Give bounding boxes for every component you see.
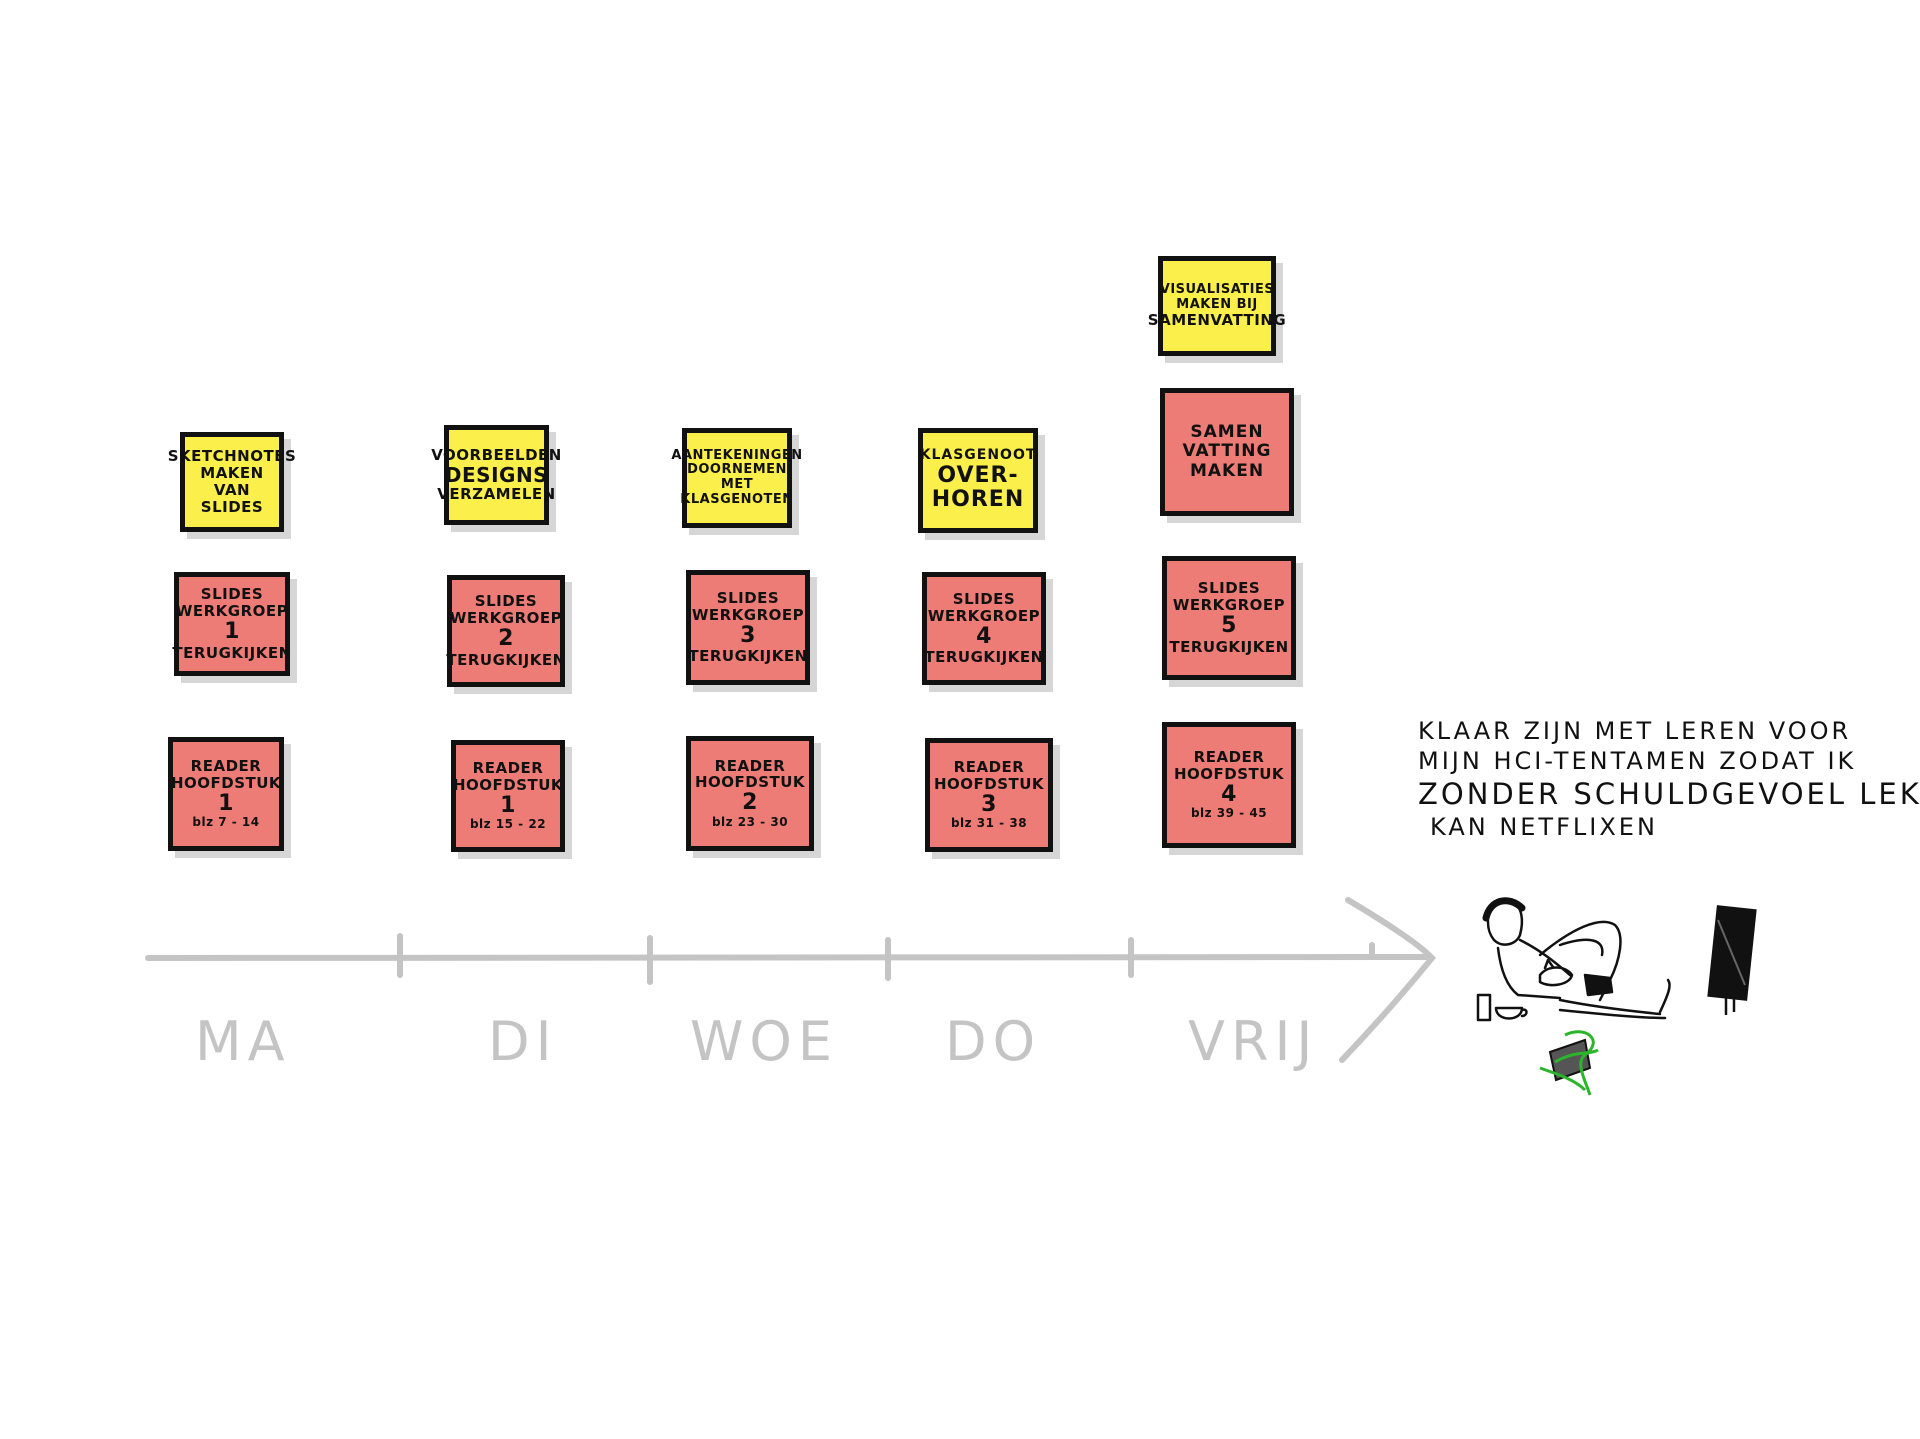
- goal-line: MIJN HCI-TENTAMEN ZODAT IK: [1418, 747, 1857, 775]
- note-text: 2: [498, 626, 514, 652]
- note-text: AANTEKENINGEN: [671, 447, 803, 463]
- note-text: HOREN: [931, 487, 1025, 513]
- note-text: TERUGKIJKEN: [172, 643, 292, 662]
- day-label-ma: MA: [195, 1010, 291, 1073]
- note-text: blz 7 - 14: [192, 815, 260, 830]
- task-note-reader-4: READER HOOFDSTUK 3 blz 31 - 38: [925, 738, 1053, 852]
- note-text: OVER-: [937, 462, 1019, 488]
- note-text: SLIDES: [952, 589, 1016, 608]
- note-text: 5: [1221, 613, 1237, 639]
- note-text: 4: [1221, 781, 1237, 807]
- note-text: READER: [190, 757, 262, 776]
- note-text: HOOFDSTUK: [452, 775, 564, 794]
- note-text: DOORNEMEN: [687, 462, 787, 478]
- note-text: SLIDES: [1197, 579, 1261, 598]
- note-text: READER: [472, 759, 544, 778]
- note-text: blz 31 - 38: [950, 816, 1028, 831]
- note-text: DESIGNS: [444, 462, 549, 487]
- note-text: SAMENVATTING: [1147, 311, 1287, 330]
- note-text: WERKGROEP: [175, 602, 289, 621]
- note-text: VATTING: [1182, 441, 1272, 462]
- task-note-sketchnotes: SKETCHNOTES MAKEN VAN SLIDES: [168, 432, 296, 532]
- note-text: blz 23 - 30: [711, 814, 789, 829]
- note-text: READER: [714, 756, 786, 775]
- note-text: 1: [224, 619, 240, 645]
- note-text: TERUGKIJKEN: [688, 647, 808, 666]
- task-note-voorbeelden: VOORBEELDEN DESIGNS VERZAMELEN: [431, 425, 561, 525]
- note-text: KLASGENOTEN: [680, 491, 794, 507]
- note-text: MAKEN: [1189, 460, 1265, 481]
- note-text: TERUGKIJKEN: [1169, 637, 1289, 656]
- task-note-slides-4: SLIDES WERKGROEP 4 TERUGKIJKEN: [922, 572, 1046, 685]
- note-text: HOOFDSTUK: [933, 774, 1045, 793]
- note-text: SLIDES: [200, 585, 264, 604]
- tv-screen-icon: [1707, 905, 1757, 1015]
- note-text: WERKGROEP: [449, 609, 563, 628]
- task-note-samenvatting: SAMEN VATTING MAKEN: [1160, 388, 1294, 516]
- note-text: 4: [976, 623, 992, 649]
- task-note-reader-2: READER HOOFDSTUK 1 blz 15 - 22: [451, 740, 565, 852]
- note-text: blz 39 - 45: [1190, 806, 1268, 821]
- task-note-visualisaties: VISUALISATIES MAKEN BIJ SAMENVATTING: [1148, 256, 1286, 356]
- note-text: WERKGROEP: [927, 606, 1041, 625]
- task-note-slides-1: SLIDES WERKGROEP 1 TERUGKIJKEN: [172, 572, 292, 676]
- task-note-slides-3: SLIDES WERKGROEP 3 TERUGKIJKEN: [686, 570, 810, 685]
- note-text: SLIDES: [716, 588, 780, 607]
- task-note-reader-5: READER HOOFDSTUK 4 blz 39 - 45: [1162, 722, 1296, 848]
- day-label-woe: WOE: [690, 1010, 839, 1073]
- goal-text: KLAAR ZIJN MET LEREN VOOR MIJN HCI-TENTA…: [1418, 716, 1920, 842]
- note-text: READER: [1193, 748, 1265, 767]
- task-note-slides-2: SLIDES WERKGROEP 2 TERUGKIJKEN: [446, 575, 566, 687]
- timeline-arrowhead: [1339, 897, 1436, 1063]
- day-label-do: DO: [945, 1010, 1042, 1073]
- goal-line: ZONDER SCHULDGEVOEL LEKKER: [1418, 777, 1920, 811]
- task-note-slides-5: SLIDES WERKGROEP 5 TERUGKIJKEN: [1162, 556, 1296, 680]
- day-label-di: DI: [488, 1010, 558, 1073]
- note-text: MAKEN: [200, 464, 264, 483]
- note-text: MAKEN BIJ: [1176, 296, 1258, 312]
- note-text: SLIDES: [200, 497, 264, 516]
- task-note-aantekeningen: AANTEKENINGEN DOORNEMEN MET KLASGENOTEN: [671, 428, 802, 528]
- note-text: HOOFDSTUK: [694, 773, 806, 792]
- note-text: 2: [742, 790, 758, 816]
- note-text: WERKGROEP: [1172, 596, 1286, 615]
- note-text: VISUALISATIES: [1159, 282, 1275, 298]
- note-text: TERUGKIJKEN: [924, 648, 1044, 667]
- note-text: 1: [218, 790, 234, 816]
- goal-line: KAN NETFLIXEN: [1430, 813, 1658, 842]
- crossed-out-book-icon: [1539, 1030, 1599, 1096]
- note-text: MET: [720, 477, 754, 492]
- note-text: TERUGKIJKEN: [446, 650, 566, 669]
- note-text: 3: [981, 791, 997, 817]
- day-label-vrij: VRIJ: [1188, 1010, 1319, 1073]
- note-text: 3: [740, 622, 756, 648]
- note-text: SKETCHNOTES: [167, 447, 297, 466]
- note-text: HOOFDSTUK: [1173, 764, 1285, 783]
- note-text: VERZAMELEN: [437, 485, 556, 504]
- note-text: HOOFDSTUK: [170, 773, 282, 792]
- goal-line: KLAAR ZIJN MET LEREN VOOR: [1418, 717, 1852, 745]
- note-text: SAMEN: [1190, 422, 1264, 443]
- task-note-reader-1: READER HOOFDSTUK 1 blz 7 - 14: [168, 737, 284, 851]
- note-text: blz 15 - 22: [469, 817, 547, 832]
- task-note-klasgenoot: KLASGENOOT OVER- HOREN: [918, 428, 1038, 533]
- timeline-line: [145, 953, 1433, 961]
- task-note-reader-3: READER HOOFDSTUK 2 blz 23 - 30: [686, 736, 814, 851]
- note-text: WERKGROEP: [691, 605, 805, 624]
- note-text: 1: [500, 792, 516, 818]
- note-text: KLASGENOOT: [919, 447, 1037, 464]
- note-text: SLIDES: [474, 592, 538, 611]
- note-text: VOORBEELDEN: [431, 446, 562, 464]
- note-text: VAN: [213, 481, 251, 499]
- note-text: READER: [953, 758, 1025, 777]
